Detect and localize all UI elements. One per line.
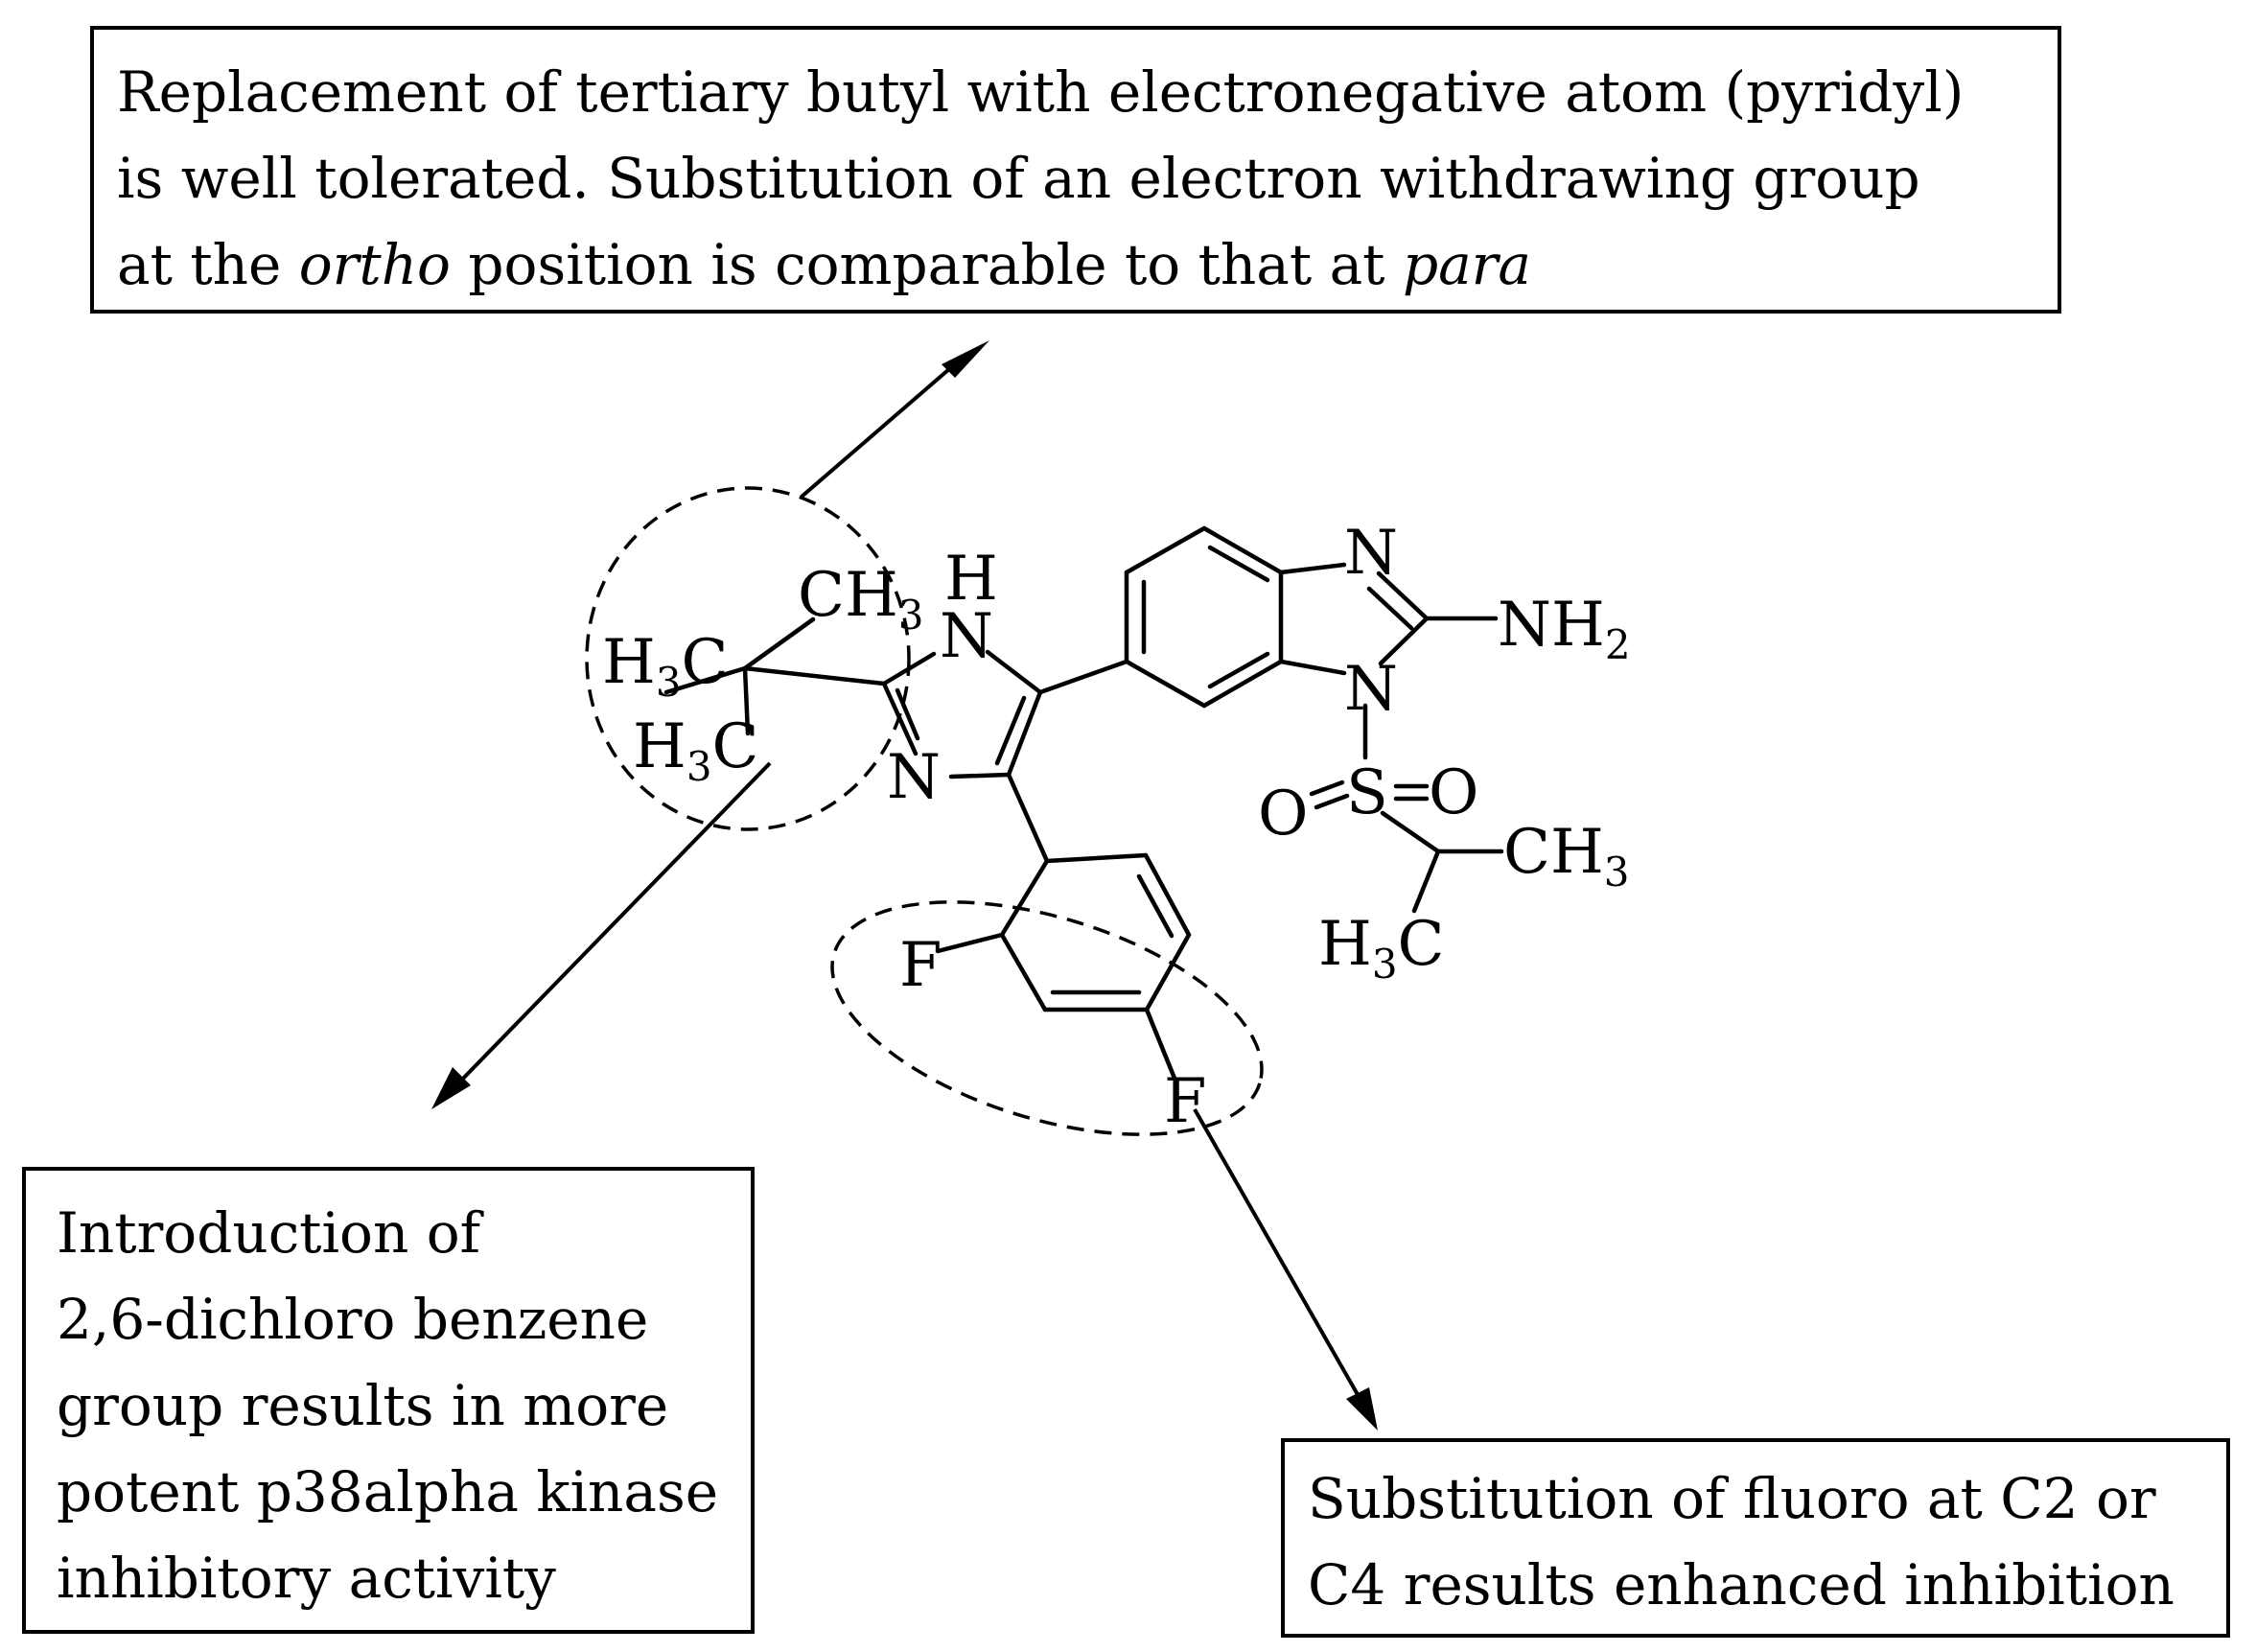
atom-labels: CH3 H3C H3C H N N N N NH2 S O O CH3 H3C … — [602, 518, 1631, 1137]
label-fluoro-ortho: F — [899, 930, 942, 1001]
annotation-line: C4 results enhanced inhibition — [1308, 1552, 2175, 1617]
annotation-box-dichlorobenzene: Introduction of 2,6-dichloro benzene gro… — [22, 1167, 755, 1634]
label-fluoro-para: F — [1164, 1066, 1206, 1137]
annotation-line: Replacement of tertiary butyl with elect… — [117, 49, 2058, 135]
label-ch3-right: CH3 — [1503, 817, 1630, 896]
bonds — [663, 525, 1504, 1083]
highlight-ellipse-tert-butyl — [585, 486, 911, 831]
arrows — [431, 340, 1378, 1431]
annotation-box-tert-butyl: Replacement of tertiary butyl with elect… — [90, 26, 2061, 314]
label-nh-hydrogen: H — [944, 544, 998, 615]
label-nh2: NH2 — [1498, 590, 1631, 668]
annotation-line: 2,6-dichloro benzene — [57, 1287, 649, 1352]
label-oxygen-left: O — [1258, 779, 1308, 849]
label-sulfur: S — [1346, 757, 1388, 828]
arrowhead-icon — [431, 1067, 471, 1109]
annotation-line: group results in more — [57, 1373, 669, 1438]
arrowhead-icon — [1346, 1387, 1378, 1431]
label-imidazole-nitrogen: N — [887, 742, 941, 813]
annotation-box-fluoro: Substitution of fluoro at C2 or C4 resul… — [1281, 1438, 2230, 1638]
label-nh-nitrogen: N — [940, 601, 993, 672]
label-h3c-lower: H3C — [633, 711, 759, 790]
label-benzimidazole-n-top: N — [1344, 518, 1398, 589]
arrow-to-top-box — [800, 355, 965, 499]
arrow-to-left-box — [456, 761, 772, 1085]
arrowhead-icon — [942, 340, 989, 378]
label-ch3-top: CH3 — [798, 560, 924, 639]
annotation-line: potent p38alpha kinase — [57, 1459, 719, 1524]
annotation-text: position is comparable to that at — [450, 232, 1403, 297]
annotation-italic-para: para — [1402, 232, 1531, 297]
annotation-text: is well tolerated. Substitution of an el… — [117, 146, 1920, 211]
label-h3c-upper: H3C — [602, 627, 729, 706]
annotation-line: Substitution of fluoro at C2 or — [1308, 1466, 2156, 1531]
annotation-italic-ortho: ortho — [298, 232, 451, 297]
annotation-line: Introduction of — [57, 1200, 481, 1266]
annotation-line: at the ortho position is comparable to t… — [117, 221, 2058, 308]
label-h3c-bottom: H3C — [1318, 909, 1445, 988]
annotation-text: Replacement of tertiary butyl with elect… — [117, 59, 1965, 125]
arrow-to-right-box — [1193, 1108, 1361, 1399]
annotation-text: at the — [117, 232, 299, 297]
annotation-line: inhibitory activity — [57, 1546, 556, 1611]
label-benzimidazole-n-bottom: N — [1344, 654, 1398, 725]
label-oxygen-right: O — [1429, 757, 1478, 828]
annotation-line: is well tolerated. Substitution of an el… — [117, 135, 2058, 221]
highlight-ellipse-fluoro — [830, 900, 1264, 1136]
